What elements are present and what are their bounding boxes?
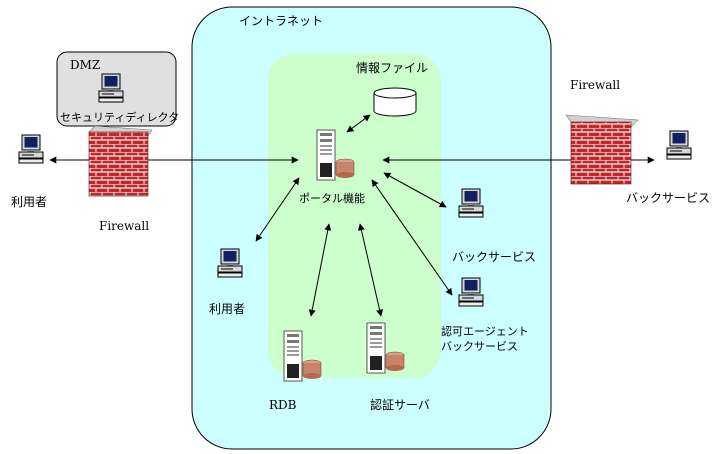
auth-server-label: 認証サーバ — [370, 397, 430, 412]
authz-agent-label-line2: バックサービス — [441, 340, 518, 353]
user-inside-label: 利用者 — [209, 302, 245, 316]
user-outside-label: 利用者 — [11, 195, 47, 209]
portal-label: ポータル機能 — [299, 191, 365, 205]
firewall-icon — [565, 114, 639, 185]
rdb-label: RDB — [269, 398, 297, 412]
workstation-icon — [458, 188, 484, 218]
workstation-icon — [18, 134, 44, 164]
firewall-left-label: Firewall — [99, 219, 149, 233]
connections — [49, 114, 655, 317]
authz-agent-label-line1: 認可エージェント — [441, 324, 529, 338]
firewall-right-label: Firewall — [570, 78, 620, 92]
database-icon — [373, 87, 417, 117]
arrow-portal-infofile — [346, 114, 371, 133]
arrow-portal-inner-user — [255, 177, 300, 242]
intranet-label: イントラネット — [239, 14, 323, 28]
arrow-portal-authserver — [357, 223, 384, 317]
security-director-label: セキュリティディレクタ — [60, 110, 179, 124]
back-service-right-label: バックサービス — [626, 191, 710, 205]
info-file-label: 情報ファイル — [356, 61, 428, 75]
workstation-icon — [666, 130, 692, 160]
workstation-icon — [217, 248, 243, 278]
back-service-inner-label: バックサービス — [452, 250, 536, 264]
firewall-icon — [88, 125, 153, 197]
arrow-portal-rdb — [308, 223, 332, 317]
dmz-label: DMZ — [70, 58, 100, 72]
workstation-icon — [458, 277, 484, 307]
arrow-portal-authz-agent — [371, 179, 453, 296]
workstation-icon — [98, 73, 124, 103]
